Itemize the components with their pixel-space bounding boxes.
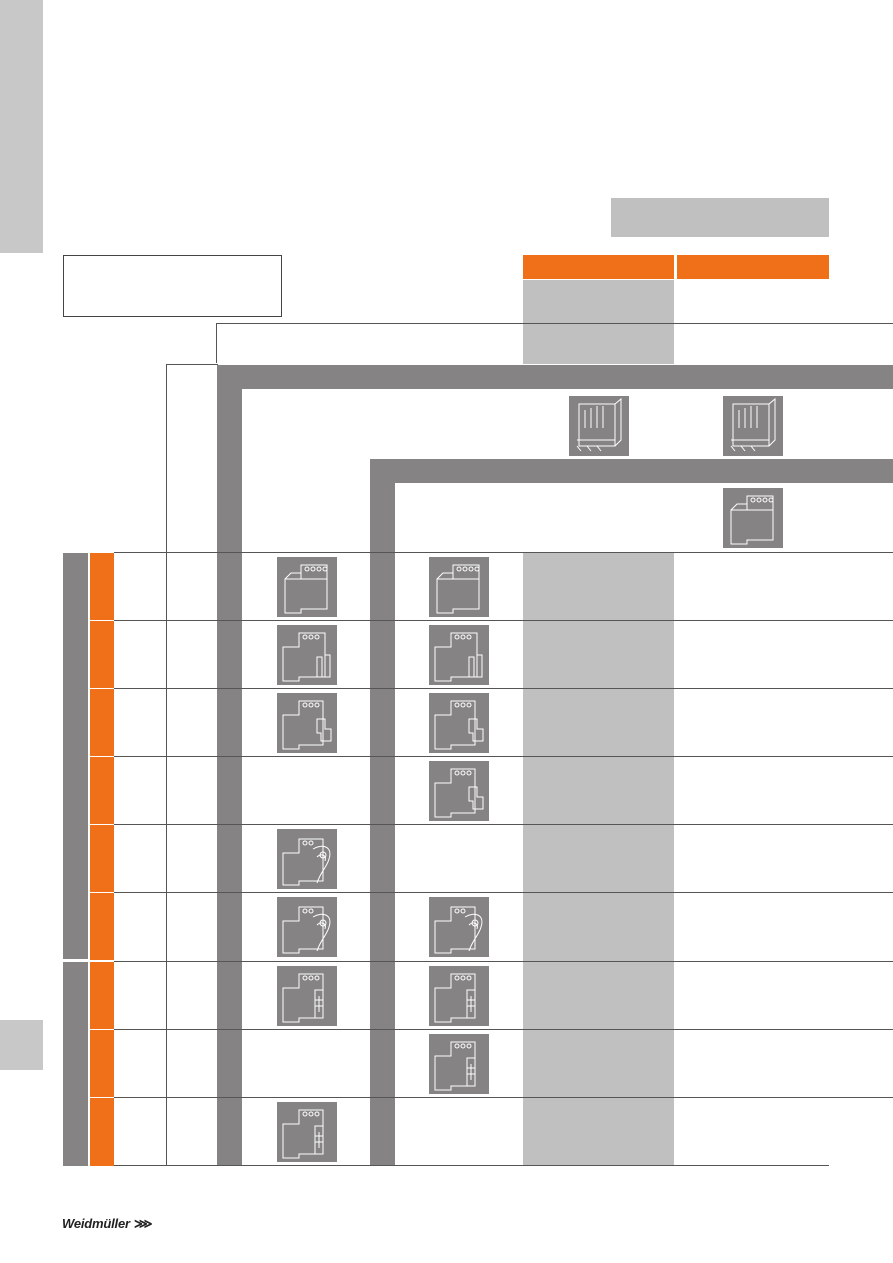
pcb-header-icon: [569, 396, 629, 456]
row-line-0: [114, 552, 893, 553]
plug-clamp-icon: [429, 1034, 489, 1094]
row-line-8: [114, 1097, 893, 1098]
band-outer-horizontal: [217, 365, 893, 389]
row-line-1: [114, 620, 893, 621]
row-marker-4: [90, 757, 114, 824]
row-marker-5: [90, 825, 114, 892]
band-inner-vertical: [370, 459, 395, 1166]
title-box: [63, 255, 282, 317]
plug-latch-icon: [429, 761, 489, 821]
band-inner-horizontal: [370, 459, 893, 483]
row-line-9: [114, 1165, 829, 1166]
plug-connector-icon: [429, 557, 489, 617]
plug-latch-icon: [277, 693, 337, 753]
row-marker-3: [90, 689, 114, 756]
group-bar-1: [63, 553, 88, 959]
row-marker-7: [90, 962, 114, 1029]
plug-clamp-icon: [429, 966, 489, 1026]
plug-latch-icon: [429, 693, 489, 753]
row-line-3: [114, 756, 893, 757]
bracket-line-2: [166, 364, 218, 365]
row-line-6: [114, 961, 893, 962]
pcb-header-angled-icon: [723, 488, 783, 548]
bracket-line-1-v: [216, 323, 217, 363]
brand-logo: Weidmüller: [62, 1216, 130, 1231]
row-line-4: [114, 824, 893, 825]
row-line-2: [114, 688, 893, 689]
row-marker-8: [90, 1030, 114, 1097]
bracket-line-1: [216, 323, 893, 324]
highlight-column-body: [523, 552, 674, 1166]
row-marker-1: [90, 553, 114, 620]
row-marker-2: [90, 621, 114, 688]
brand-mark-icon: ⋙: [134, 1216, 153, 1231]
plug-lever-icon: [277, 829, 337, 889]
row-marker-6: [90, 893, 114, 960]
plug-lever-icon: [429, 897, 489, 957]
row-line-5: [114, 892, 893, 893]
band-outer-vertical: [217, 365, 242, 1166]
side-tab-bottom: [0, 1020, 43, 1070]
row-line-7: [114, 1029, 893, 1030]
side-tab-top: [0, 0, 43, 253]
header-gray-box: [611, 198, 829, 237]
plug-flange-icon: [277, 625, 337, 685]
pcb-header-icon: [723, 396, 783, 456]
plug-clamp-icon: [277, 966, 337, 1026]
plug-lever-icon: [277, 897, 337, 957]
row-marker-9: [90, 1098, 114, 1166]
highlight-column: [523, 280, 674, 364]
plug-clamp-icon: [277, 1102, 337, 1162]
bracket-line-2-v: [166, 364, 167, 1166]
column-header-2: [677, 255, 829, 279]
column-header-1: [523, 255, 674, 279]
group-bar-2: [63, 962, 88, 1166]
plug-flange-icon: [429, 625, 489, 685]
plug-connector-icon: [277, 557, 337, 617]
